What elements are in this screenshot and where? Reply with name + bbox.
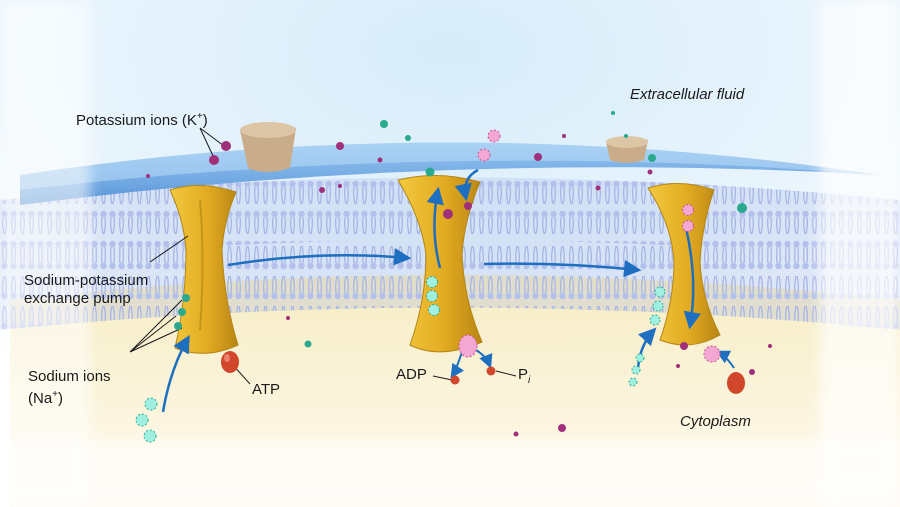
potassium-close: ) bbox=[202, 112, 208, 129]
potassium-ion-ghosts bbox=[458, 129, 721, 363]
pi-label: Pi bbox=[518, 366, 530, 390]
pump-label-line1: Sodium-potassium bbox=[24, 272, 149, 289]
sodium-charge: + bbox=[52, 389, 59, 400]
sodium-label-line2: (Na bbox=[28, 390, 53, 407]
pi-subscript: i bbox=[528, 375, 531, 386]
membrane-protein-2 bbox=[606, 136, 648, 163]
transport-arrow-icon bbox=[426, 186, 444, 269]
sodium-ions-label: Sodium ions (Na+) bbox=[28, 368, 111, 408]
potassium-charge: + bbox=[196, 111, 203, 122]
atp-label: ATP bbox=[252, 381, 281, 398]
phosphate-icon bbox=[486, 366, 496, 376]
cytoplasm-label: Cytoplasm bbox=[680, 413, 751, 430]
transport-arrow-icon bbox=[475, 349, 493, 369]
potassium-ions bbox=[146, 134, 772, 437]
potassium-ions-label: Potassium ions (K+) bbox=[76, 108, 208, 130]
potassium-text: Potassium ions (K bbox=[76, 112, 197, 129]
transport-arrow-icon bbox=[636, 327, 657, 369]
pump-protein-icon bbox=[647, 182, 721, 346]
transport-arrow-icon bbox=[227, 248, 412, 267]
atp-molecule-icon bbox=[727, 372, 745, 394]
sodium-ions bbox=[174, 111, 747, 348]
pi-text: P bbox=[518, 366, 529, 383]
adp-label: ADP bbox=[396, 366, 427, 383]
sodium-ion-ghosts bbox=[135, 276, 666, 443]
adp-molecule-icon bbox=[450, 375, 460, 385]
pump-label-line2: exchange pump bbox=[24, 290, 131, 307]
extracellular-fluid-label: Extracellular fluid bbox=[630, 86, 744, 104]
transport-arrow-icon bbox=[450, 351, 465, 379]
transport-arrow-icon bbox=[161, 334, 190, 413]
pump-protein-icon bbox=[169, 184, 239, 354]
extracellular-text: Extracellular fluid bbox=[630, 86, 745, 103]
pump-label: Sodium-potassium exchange pump bbox=[24, 272, 148, 308]
sodium-close: ) bbox=[58, 390, 64, 407]
sodium-label-line1: Sodium ions bbox=[28, 368, 111, 385]
transport-arrow-icon bbox=[454, 168, 479, 202]
transport-arrow-icon bbox=[683, 227, 702, 330]
membrane-protein-1 bbox=[240, 122, 296, 172]
transport-arrow-icon bbox=[483, 259, 642, 278]
atp-molecule-icon bbox=[221, 351, 239, 373]
